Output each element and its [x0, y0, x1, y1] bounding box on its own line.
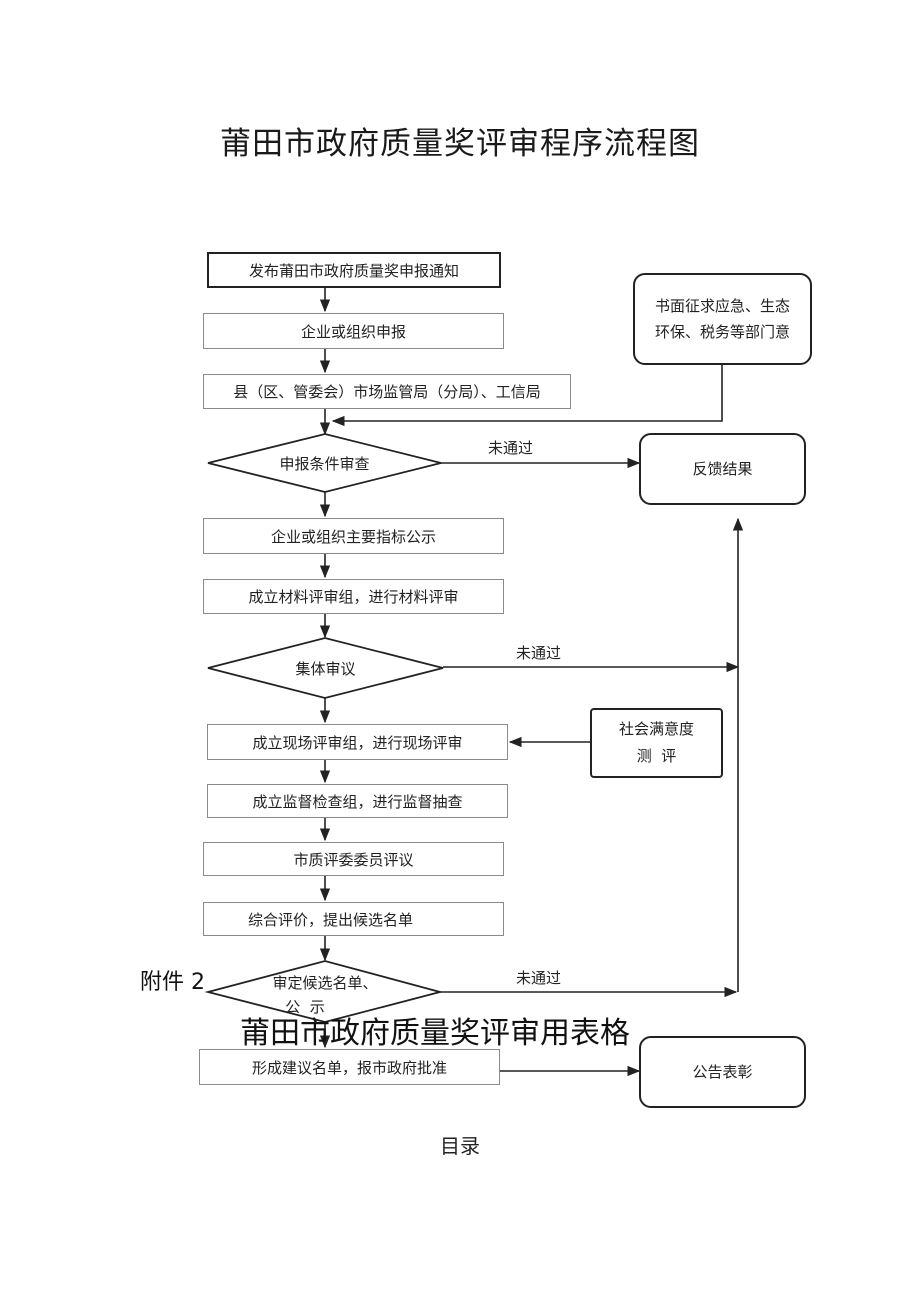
- edge-label-fail-2: 未通过: [516, 644, 562, 662]
- side-feedback-label: 反馈结果: [692, 459, 753, 478]
- side-announce-label: 公告表彰: [692, 1062, 753, 1081]
- decision-candidates-label: 审定候选名单、 公 示: [250, 970, 400, 1020]
- edge-label-fail-1: 未通过: [488, 439, 534, 457]
- edge-label-fail-3: 未通过: [516, 969, 562, 987]
- arrow-opinions-to-flow: [331, 365, 723, 427]
- overlay-section-title: 莆田市政府质量奖评审用表格: [240, 1016, 630, 1051]
- page-title: 莆田市政府质量奖评审程序流程图: [220, 126, 700, 162]
- step-final-label: 形成建议名单，报市政府批准: [251, 1058, 447, 1077]
- side-satisfaction: 社会满意度 测 评: [590, 708, 723, 778]
- step-evaluate: 综合评价，提出候选名单: [203, 902, 504, 936]
- side-opinions-line1: 书面征求应急、生态: [654, 296, 790, 315]
- step-final-list: 形成建议名单，报市政府批准: [199, 1049, 500, 1085]
- step-county: 县（区、管委会）市场监管局（分局）、工信局: [203, 374, 571, 409]
- step-apply: 企业或组织申报: [203, 313, 504, 349]
- decision-candidates-line1: 审定候选名单、: [272, 974, 378, 992]
- decision-collective: [207, 637, 444, 699]
- step-supervision-label: 成立监督检查组，进行监督抽查: [252, 792, 463, 811]
- toc-heading: 目录: [440, 1134, 480, 1158]
- step-committee-label: 市质评委委员评议: [293, 850, 414, 869]
- side-satisfaction-line2: 测 评: [636, 747, 677, 765]
- step-committee: 市质评委委员评议: [203, 842, 504, 876]
- step-supervision-team: 成立监督检查组，进行监督抽查: [207, 784, 508, 818]
- step-material-team: 成立材料评审组，进行材料评审: [203, 579, 504, 614]
- step-evaluate-label: 综合评价，提出候选名单: [248, 910, 414, 929]
- step-material-label: 成立材料评审组，进行材料评审: [248, 588, 459, 606]
- attachment-label: 附件 2: [140, 970, 205, 995]
- step-county-label: 县（区、管委会）市场监管局（分局）、工信局: [233, 383, 541, 401]
- side-satisfaction-line1: 社会满意度: [618, 720, 694, 738]
- step-publicize-indicators: 企业或组织主要指标公示: [203, 518, 504, 554]
- side-announce: 公告表彰: [639, 1036, 806, 1108]
- step-site-label: 成立现场评审组，进行现场评审: [252, 733, 463, 752]
- decision-candidates-line2: 公 示: [285, 998, 325, 1016]
- step-site-team: 成立现场评审组，进行现场评审: [207, 724, 508, 760]
- side-opinions-line2: 环保、税务等部门意: [654, 323, 790, 341]
- step-publicize-label: 企业或组织主要指标公示: [270, 527, 436, 546]
- decision-review-label: 申报条件审查: [279, 454, 370, 473]
- side-feedback: 反馈结果: [639, 433, 806, 505]
- decision-review-conditions: [207, 433, 442, 493]
- decision-candidates: [204, 960, 444, 1023]
- step-apply-label: 企业或组织申报: [300, 322, 406, 341]
- step-notice-label: 发布莆田市政府质量奖申报通知: [248, 261, 459, 280]
- side-opinions: 书面征求应急、生态 环保、税务等部门意: [633, 273, 812, 365]
- step-notice: 发布莆田市政府质量奖申报通知: [207, 252, 501, 288]
- decision-collective-label: 集体审议: [295, 659, 356, 678]
